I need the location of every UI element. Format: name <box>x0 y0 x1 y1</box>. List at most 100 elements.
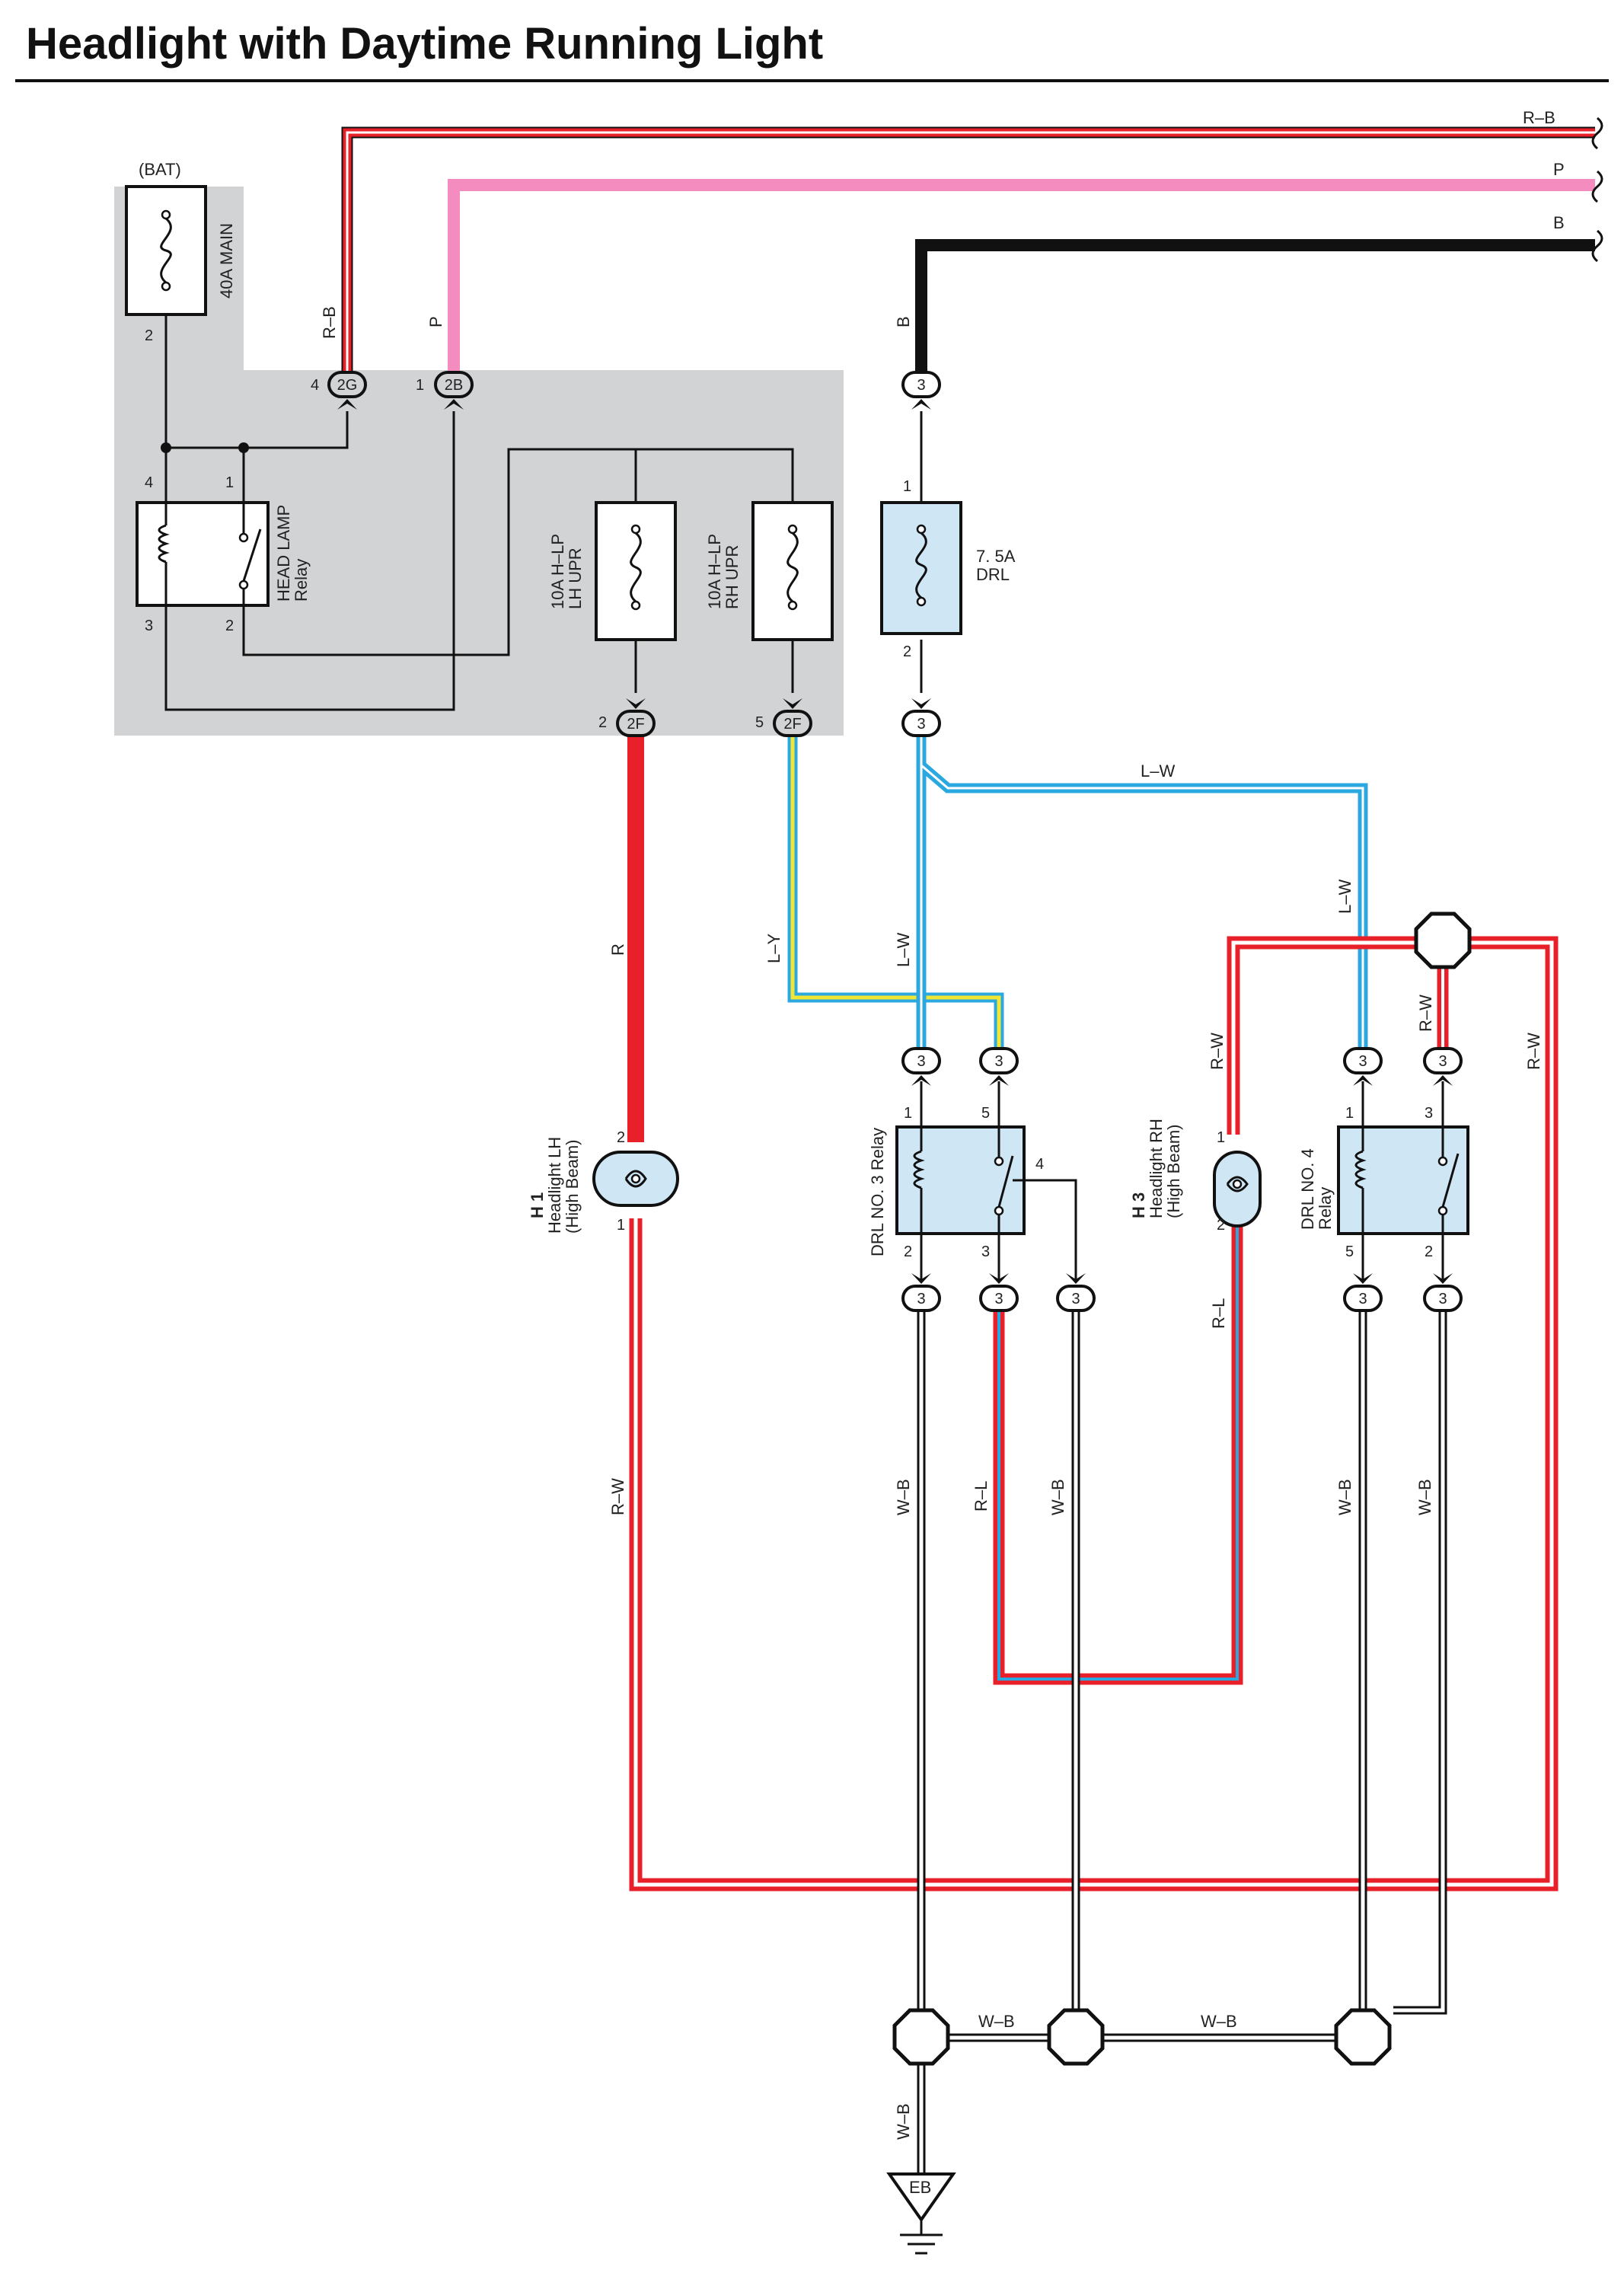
junction-dot <box>238 442 249 453</box>
junction-dot <box>161 442 171 453</box>
drl-no4-relay[interactable] <box>1337 1125 1469 1235</box>
wire-label-rw-h3: R–W <box>1208 1033 1227 1070</box>
connector-icon <box>901 710 941 737</box>
connector-2f-b[interactable]: 2F <box>773 698 812 737</box>
pin-r4-5: 5 <box>1345 1243 1354 1260</box>
connector-3-b2[interactable]: 3 <box>979 1273 1019 1312</box>
connector-icon <box>1423 1047 1463 1074</box>
pin-main-2: 2 <box>145 327 153 344</box>
ground-icon <box>886 2172 956 2255</box>
pin-h1-1: 1 <box>617 1217 625 1234</box>
pin-drl-2: 2 <box>903 643 911 660</box>
connector-arrow-icon <box>337 399 357 410</box>
connector-2f-a[interactable]: 2F <box>616 698 656 737</box>
headlight-rh-bulb[interactable] <box>1213 1151 1262 1227</box>
wire-label-rw-left: R–W <box>608 1478 627 1515</box>
wire-label-lw-c: L–W <box>1335 880 1354 914</box>
connector-icon <box>979 1285 1019 1312</box>
lh-fuse-label-2: LH UPR <box>566 547 585 609</box>
drl-no3-relay[interactable] <box>895 1125 1026 1235</box>
fuse-7-5a-drl[interactable] <box>880 501 962 635</box>
connector-3-b1[interactable]: 3 <box>901 1273 941 1312</box>
wire-label-wb-h2: W–B <box>1201 2012 1237 2031</box>
pin-c2f-a: 2 <box>598 714 607 731</box>
relay-coil-icon <box>158 503 170 605</box>
connector-arrow-icon <box>1353 1075 1373 1086</box>
connector-2b[interactable]: 2B <box>434 371 474 410</box>
connector-3-r4a[interactable]: 3 <box>1343 1047 1383 1086</box>
relay-switch-icon <box>1437 1127 1460 1234</box>
wire-label-lw-a: L–W <box>894 933 913 967</box>
pin-drl-1: 1 <box>903 478 911 495</box>
pin-r4-2: 2 <box>1425 1243 1433 1260</box>
pin-h1-2: 2 <box>617 1129 625 1146</box>
pin-r3-3: 3 <box>981 1243 990 1260</box>
wire-label-rb: R–B <box>320 306 339 339</box>
connector-arrow-icon <box>911 1273 931 1284</box>
wire-label-b-top: B <box>1553 213 1565 232</box>
connector-label: 3 <box>1438 1291 1447 1307</box>
connector-3-drl[interactable]: 3 <box>901 698 941 737</box>
connector-3-b3[interactable]: 3 <box>1056 1273 1096 1312</box>
wire-label-ly: L–Y <box>764 934 783 963</box>
drl-fuse-label-1: 7. 5A <box>976 547 1016 566</box>
wire-rb <box>341 126 1595 373</box>
rh-fuse-label-1: 10A H–LP <box>705 534 724 609</box>
pin-c2g: 4 <box>311 377 319 394</box>
connector-label: 3 <box>1358 1291 1367 1307</box>
connector-arrow-icon <box>1353 1273 1373 1284</box>
connector-label: 2F <box>783 716 801 733</box>
connector-3-r3b[interactable]: 3 <box>979 1047 1019 1086</box>
drl-fuse-label-2: DRL <box>976 565 1010 584</box>
hl-relay-label-2: Relay <box>292 559 311 602</box>
bulb-icon <box>624 1170 647 1188</box>
fuse-icon <box>786 524 799 611</box>
connector-3-b4[interactable]: 3 <box>1343 1273 1383 1312</box>
wire-p <box>448 179 1595 373</box>
pin-c2b: 1 <box>416 377 424 394</box>
connector-arrow-icon <box>444 399 464 410</box>
h1-label-1: Headlight LH <box>545 1137 564 1234</box>
ground-label: EB <box>909 2178 931 2197</box>
wire-label-wb-3: W–B <box>1335 1479 1354 1515</box>
wire-b <box>915 239 1595 373</box>
wire-label-rl-b: R–L <box>1209 1298 1228 1329</box>
connector-icon <box>434 371 474 398</box>
connector-3-top[interactable]: 3 <box>901 371 941 410</box>
fuse-10a-hlp-rh-upr[interactable] <box>751 501 834 641</box>
head-lamp-relay[interactable] <box>136 501 270 607</box>
wire-label-wb-down: W–B <box>894 2103 913 2140</box>
wire-label-lw-b: L–W <box>1141 761 1175 781</box>
wire-label-p: P <box>426 316 445 327</box>
wire-label-p-top: P <box>1553 160 1565 179</box>
pin-r3-4: 4 <box>1035 1156 1044 1173</box>
pin-r4-1: 1 <box>1345 1105 1354 1122</box>
pin-hl-2: 2 <box>225 618 234 634</box>
h3-label-2: (High Beam) <box>1164 1125 1183 1218</box>
wire-label-wb-4: W–B <box>1415 1479 1434 1515</box>
connector-label: 3 <box>994 1291 1003 1307</box>
connector-icon <box>1423 1285 1463 1312</box>
wire-wb <box>917 1310 1447 2174</box>
fuse-40a-main[interactable] <box>125 185 207 316</box>
connector-icon <box>901 1285 941 1312</box>
connector-3-b5[interactable]: 3 <box>1423 1273 1463 1312</box>
connector-icon <box>1056 1285 1096 1312</box>
connector-icon <box>773 710 812 737</box>
connector-label: 3 <box>994 1053 1003 1070</box>
drl4-relay-label-2: Relay <box>1316 1187 1335 1230</box>
connector-2g[interactable]: 2G <box>327 371 367 410</box>
wire-rw-loop <box>629 936 1559 1892</box>
connector-arrow-icon <box>989 1273 1009 1284</box>
h3-code: H 3 <box>1129 1192 1148 1218</box>
lh-fuse-label-1: 10A H–LP <box>548 534 567 609</box>
connector-label: 3 <box>917 377 925 394</box>
pin-hl-3: 3 <box>145 618 153 634</box>
connector-3-r3a[interactable]: 3 <box>901 1047 941 1086</box>
connector-icon <box>901 1047 941 1074</box>
wire-label-b: B <box>894 316 913 327</box>
connector-3-r4b[interactable]: 3 <box>1423 1047 1463 1086</box>
fuse-10a-hlp-lh-upr[interactable] <box>595 501 677 641</box>
pin-r4-3: 3 <box>1425 1105 1433 1122</box>
headlight-lh-bulb[interactable] <box>592 1151 679 1207</box>
